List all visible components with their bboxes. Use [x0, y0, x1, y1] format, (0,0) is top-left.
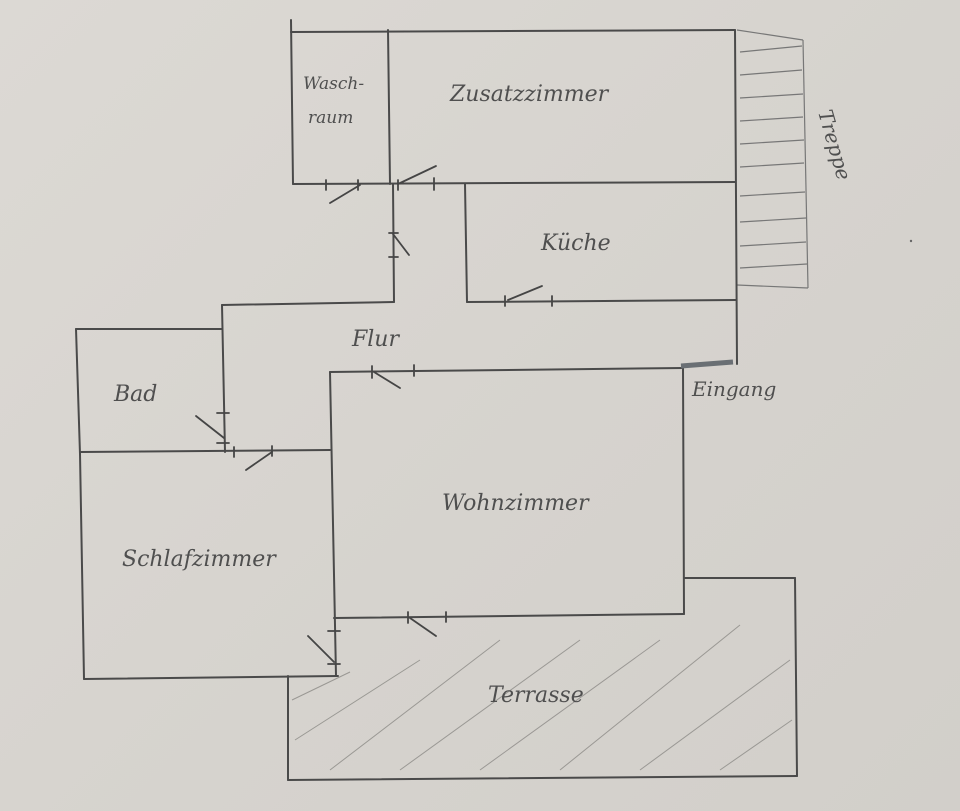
label-kueche: Küche	[540, 231, 611, 256]
label-zusatzzimmer: Zusatzzimmer	[449, 82, 610, 107]
label-waschraum-line1: Wasch-	[303, 74, 364, 94]
doors	[195, 165, 553, 665]
terrace-hatching	[291, 624, 793, 771]
label-flur: Flur	[351, 327, 400, 352]
label-treppe: Treppe	[813, 107, 856, 183]
label-wohnzimmer: Wohnzimmer	[442, 491, 590, 516]
entrance-marker	[680, 359, 734, 369]
label-waschraum-line2: raum	[308, 108, 353, 128]
walls	[75, 19, 798, 781]
label-terrasse: Terrasse	[488, 683, 584, 708]
label-bad: Bad	[113, 382, 157, 407]
pencil-dot	[909, 239, 913, 243]
stairs	[736, 29, 809, 289]
label-eingang: Eingang	[691, 377, 776, 401]
label-schlafzimmer: Schlafzimmer	[122, 547, 277, 572]
